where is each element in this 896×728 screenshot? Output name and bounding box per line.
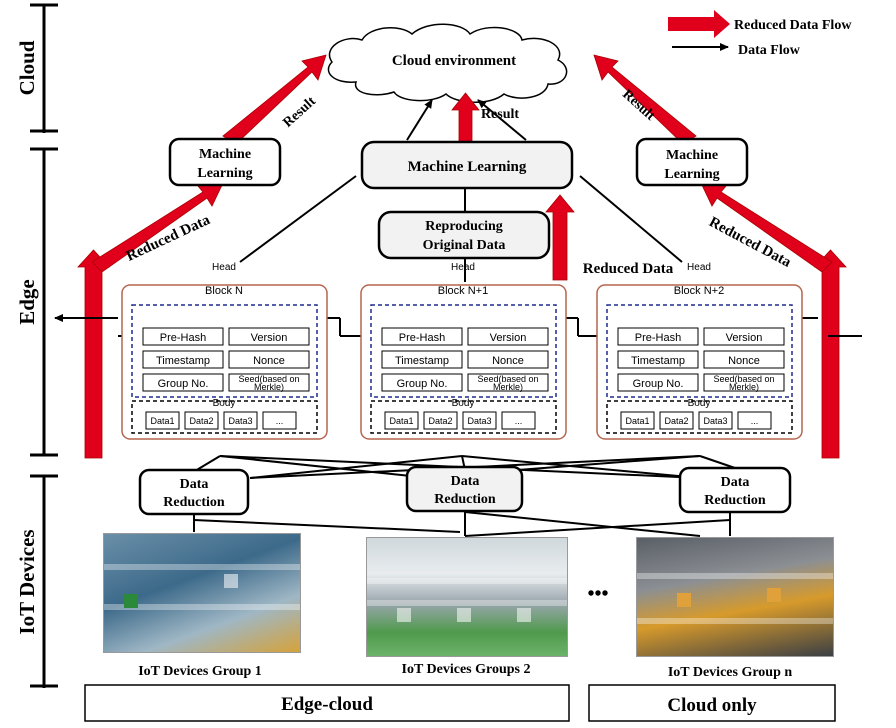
bottom-bar-cloud-only: Cloud only — [588, 684, 836, 722]
data-cell-3: Data3 — [467, 416, 491, 426]
data-cell-4: ... — [515, 416, 523, 426]
block-head-label: Head — [212, 262, 236, 273]
body-label: Body — [213, 398, 236, 409]
reduced-flow-right-vertical — [814, 249, 847, 459]
data-cell-1: Data1 — [625, 416, 649, 426]
result-label-center: Result — [481, 107, 519, 122]
reduced-flow-left-vertical — [77, 249, 110, 459]
block-head-label: Head — [451, 262, 475, 273]
reduced-flow-center-reproduce — [545, 194, 575, 281]
reproducing-box: Reproducing Original Data — [377, 210, 551, 260]
ml-box-right: Machine Learning — [635, 137, 749, 187]
version-field: Version — [726, 332, 763, 344]
svg-text:Reproducing: Reproducing — [425, 219, 503, 234]
block-name-label: Block N+1 — [438, 285, 488, 297]
reduced-data-label-center: Reduced Data — [583, 261, 674, 277]
nonce-field: Nonce — [253, 355, 285, 367]
svg-text:Learning: Learning — [664, 167, 719, 182]
result-label-left: Result — [280, 94, 319, 131]
iot-group-1-image — [103, 533, 301, 653]
legend-data-label: Data Flow — [738, 43, 801, 58]
svg-text:Reduction: Reduction — [163, 495, 225, 510]
svg-text:Cloud only: Cloud only — [667, 695, 757, 716]
block-name-label: Block N — [205, 285, 243, 297]
data-reduction-box-1: Data Reduction — [138, 468, 250, 516]
groups-ellipsis: ••• — [587, 583, 608, 605]
data-cell-3: Data3 — [703, 416, 727, 426]
reduced-flow-center-vertical — [451, 92, 480, 143]
svg-text:Edge-cloud: Edge-cloud — [281, 694, 373, 715]
layer-label-cloud: Cloud — [15, 40, 39, 95]
seed-field-line1: Seed(based on — [713, 374, 774, 384]
prehash-field: Pre-Hash — [160, 332, 206, 344]
cloud-shape — [327, 23, 568, 103]
layer-label-iot: IoT Devices — [15, 529, 39, 634]
svg-text:Machine: Machine — [199, 147, 251, 162]
svg-text:Learning: Learning — [197, 166, 252, 181]
data-cell-2: Data2 — [428, 416, 452, 426]
ml-box-center: Machine Learning — [360, 140, 574, 190]
reduced-flow-right-to-cloud — [593, 54, 697, 145]
data-reduction-box-2: Data Reduction — [405, 465, 524, 513]
body-label: Body — [688, 398, 711, 409]
data-cell-4: ... — [276, 416, 284, 426]
layer-axis — [30, 3, 58, 688]
version-field: Version — [251, 332, 288, 344]
block-name-label: Block N+2 — [674, 285, 724, 297]
reduced-flow-right-diagonal — [700, 182, 833, 273]
timestamp-field: Timestamp — [395, 355, 449, 367]
group-field: Group No. — [633, 378, 684, 390]
seed-field-line2: Merkle) — [493, 382, 523, 392]
svg-text:Data: Data — [180, 477, 209, 492]
seed-field-line2: Merkle) — [254, 382, 284, 392]
legend-reduced-arrow — [668, 10, 730, 38]
svg-text:Machine: Machine — [666, 148, 718, 163]
svg-text:Machine Learning: Machine Learning — [408, 159, 527, 175]
data-cell-3: Data3 — [228, 416, 252, 426]
group-field: Group No. — [397, 378, 448, 390]
seed-field-line2: Merkle) — [729, 382, 759, 392]
group-2-label: IoT Devices Groups 2 — [402, 662, 531, 677]
svg-text:Data: Data — [451, 474, 480, 489]
iot-group-n-image — [636, 537, 834, 657]
ml-box-left: Machine Learning — [168, 137, 282, 187]
iot-group-2-image — [366, 537, 568, 657]
version-field: Version — [490, 332, 527, 344]
bottom-bar-edge-cloud: Edge-cloud — [84, 684, 570, 722]
group-1-label: IoT Devices Group 1 — [138, 664, 262, 679]
cloud-label: Cloud environment — [392, 53, 516, 69]
data-cell-4: ... — [751, 416, 759, 426]
prehash-field: Pre-Hash — [635, 332, 681, 344]
group-field: Group No. — [158, 378, 209, 390]
block-head-label: Head — [687, 262, 711, 273]
svg-text:Original Data: Original Data — [423, 238, 506, 253]
svg-text:Reduction: Reduction — [704, 493, 766, 508]
data-cell-2: Data2 — [189, 416, 213, 426]
nonce-field: Nonce — [728, 355, 760, 367]
timestamp-field: Timestamp — [631, 355, 685, 367]
legend-reduced-label: Reduced Data Flow — [734, 18, 852, 33]
layer-label-edge: Edge — [15, 279, 39, 325]
seed-field-line1: Seed(based on — [477, 374, 538, 384]
seed-field-line1: Seed(based on — [238, 374, 299, 384]
reduced-flow-left-diagonal — [91, 182, 224, 273]
svg-text:Reduction: Reduction — [434, 492, 496, 507]
prehash-field: Pre-Hash — [399, 332, 445, 344]
svg-text:Data: Data — [721, 475, 750, 490]
nonce-field: Nonce — [492, 355, 524, 367]
timestamp-field: Timestamp — [156, 355, 210, 367]
data-cell-1: Data1 — [389, 416, 413, 426]
reduced-flow-left-to-cloud — [222, 54, 327, 145]
group-n-label: IoT Devices Group n — [668, 665, 793, 680]
data-cell-1: Data1 — [150, 416, 174, 426]
data-cell-2: Data2 — [664, 416, 688, 426]
data-reduction-box-n: Data Reduction — [678, 466, 792, 514]
body-label: Body — [452, 398, 475, 409]
